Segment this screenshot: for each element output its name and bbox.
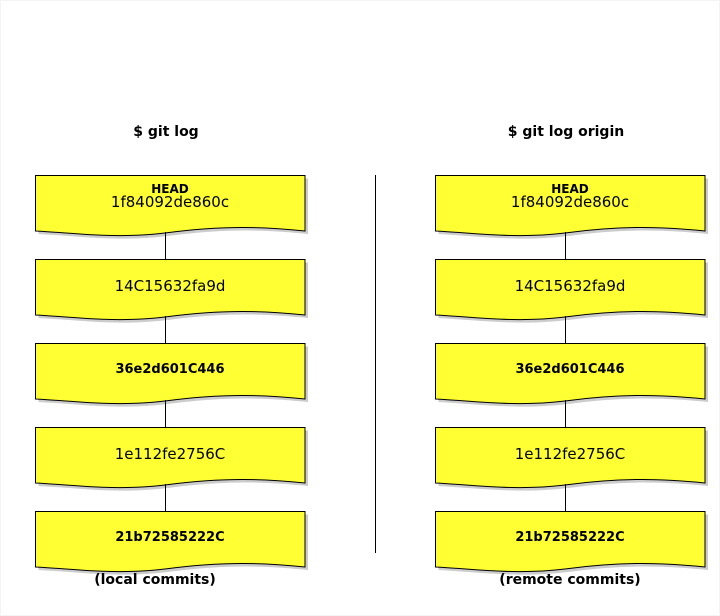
commit-hash: 1f84092de860c (110, 193, 230, 211)
commit-hash: 1f84092de860c (510, 193, 630, 211)
commit-hash: 1e112fe2756C (514, 445, 626, 463)
commit-connector (565, 232, 566, 259)
commit-note: 14C15632fa9d (435, 259, 715, 325)
commit-hash: 14C15632fa9d (514, 277, 626, 295)
commit-hash: 36e2d601C446 (515, 362, 625, 377)
column-divider (375, 175, 376, 553)
commit-note: 36e2d601C446 (435, 343, 715, 409)
commit-connector (565, 484, 566, 511)
remote-log-title: $ git log origin (507, 124, 625, 140)
commit-connector (165, 484, 166, 511)
commit-note: 1e112fe2756C (435, 427, 715, 493)
commit-note: 36e2d601C446 (35, 343, 315, 409)
commit-hash: 14C15632fa9d (114, 277, 226, 295)
commit-connector (165, 316, 166, 343)
head-label: HEAD (551, 182, 589, 196)
head-label: HEAD (151, 182, 189, 196)
commit-note: 21b72585222C (35, 511, 315, 577)
local-log-title: $ git log (133, 124, 199, 140)
remote-caption: (remote commits) (499, 572, 641, 588)
commit-hash: 1e112fe2756C (114, 445, 226, 463)
commit-connector (165, 400, 166, 427)
local-caption: (local commits) (94, 572, 216, 588)
commit-connector (565, 400, 566, 427)
commit-hash: 36e2d601C446 (115, 362, 225, 377)
commit-note: 1e112fe2756C (35, 427, 315, 493)
commit-hash: 21b72585222C (115, 530, 225, 545)
commit-connector (165, 232, 166, 259)
commit-connector (565, 316, 566, 343)
commit-note: 14C15632fa9d (35, 259, 315, 325)
commit-hash: 21b72585222C (515, 530, 625, 545)
commit-note: 21b72585222C (435, 511, 715, 577)
